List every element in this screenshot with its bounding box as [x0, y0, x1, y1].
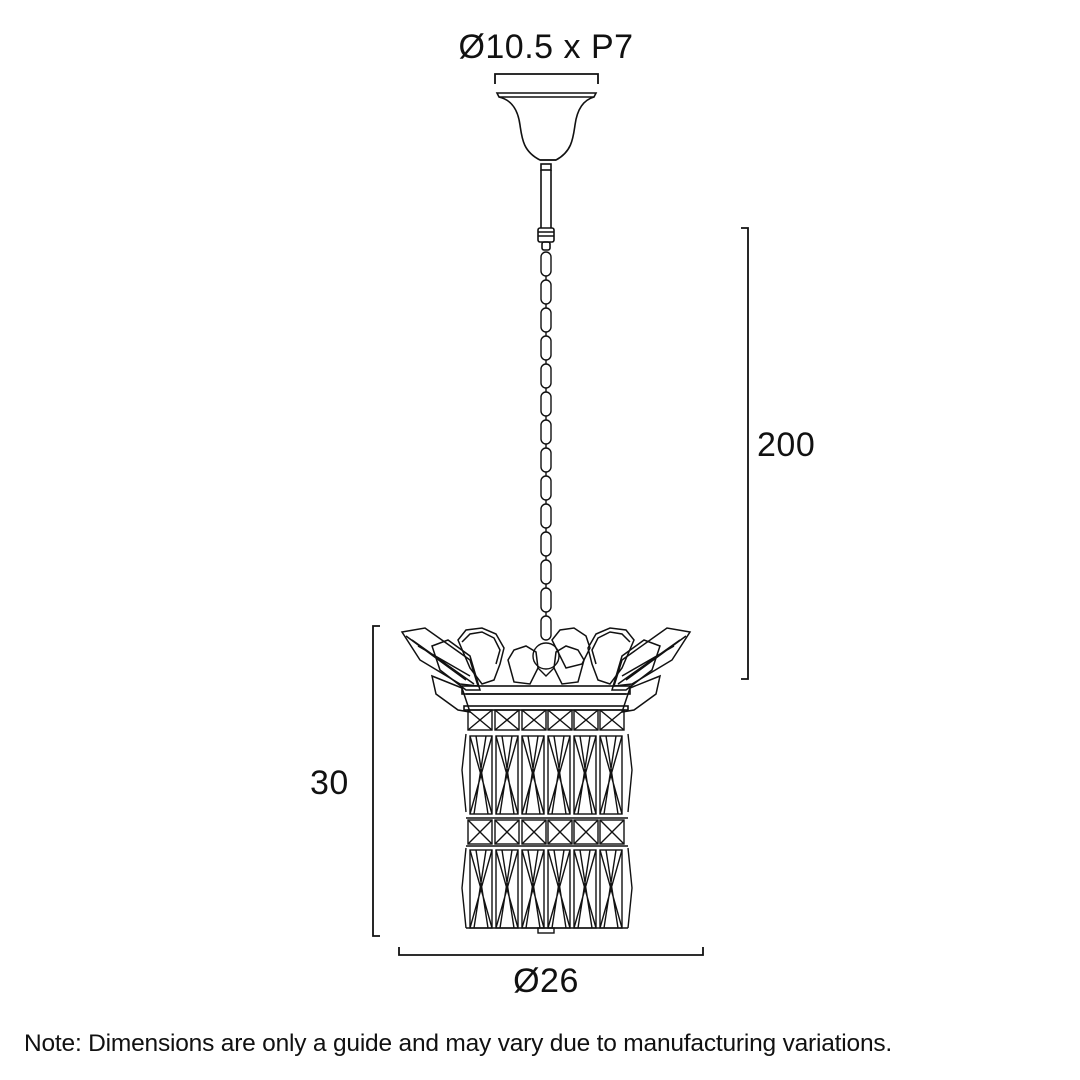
ceiling-canopy	[495, 92, 598, 161]
drop-height-dimension	[741, 227, 749, 680]
crystal-body	[461, 709, 633, 934]
suspension-chain	[532, 251, 560, 677]
disclaimer-note: Note: Dimensions are only a guide and ma…	[24, 1030, 893, 1057]
canopy-dimension-bracket	[494, 73, 599, 84]
suspension-rod	[537, 163, 555, 251]
drop-height-label: 200	[757, 426, 816, 464]
body-diameter-dimension	[398, 947, 704, 956]
body-height-dimension	[372, 625, 380, 937]
crystal-crown	[400, 627, 692, 713]
top-band	[461, 685, 631, 711]
body-height-label: 30	[310, 764, 349, 802]
body-diameter-label: Ø26	[513, 962, 579, 1000]
canopy-dimension-label: Ø10.5 x P7	[458, 28, 634, 66]
